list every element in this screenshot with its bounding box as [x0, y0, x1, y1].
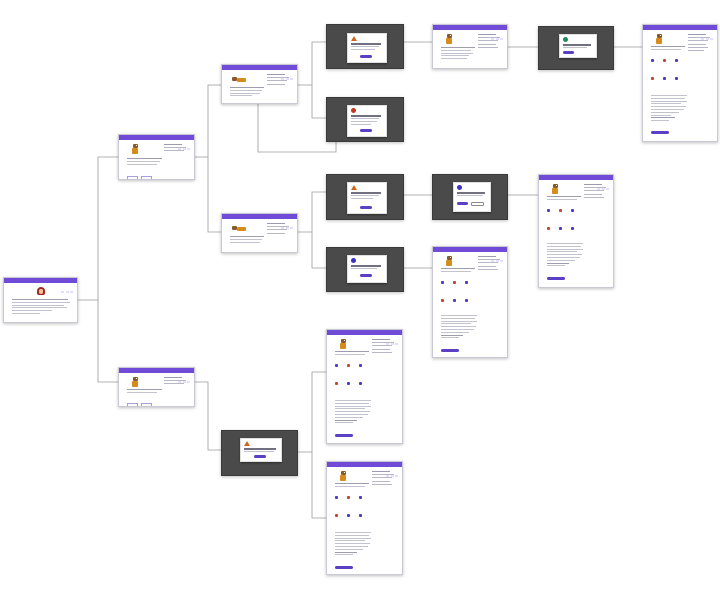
continue-button[interactable]	[335, 566, 353, 569]
ok-button[interactable]	[563, 51, 574, 54]
robot-illustration	[339, 471, 347, 482]
modal-overlay-error[interactable]	[326, 97, 404, 142]
ok-button[interactable]	[360, 129, 372, 132]
connector	[207, 157, 221, 233]
app-header	[327, 462, 402, 477]
app-header	[327, 330, 402, 345]
screen-root[interactable]	[3, 277, 78, 323]
connector	[311, 452, 326, 519]
dialog	[453, 182, 491, 212]
connector	[298, 41, 326, 86]
dialog	[240, 438, 282, 462]
app-header	[539, 175, 613, 190]
continue-button[interactable]	[441, 349, 459, 352]
dialog	[347, 255, 387, 283]
dialog	[347, 105, 387, 137]
app-header	[433, 247, 507, 262]
continue-button[interactable]	[547, 277, 565, 280]
connector	[195, 381, 221, 451]
screen-q-lying-b[interactable]	[221, 213, 298, 253]
robot-illustration	[339, 339, 347, 350]
connector	[257, 104, 337, 153]
robot-illustration	[232, 226, 246, 231]
warning-icon	[351, 185, 357, 190]
dialog	[559, 34, 597, 58]
robot-illustration	[655, 34, 663, 45]
app-header	[222, 214, 297, 229]
connector	[298, 371, 326, 453]
modal-overlay-info[interactable]	[326, 247, 404, 292]
info-icon	[351, 258, 356, 263]
modal-overlay-warning-3[interactable]	[221, 430, 298, 476]
connector	[195, 84, 221, 158]
check-icon	[563, 37, 568, 42]
dialog	[347, 33, 387, 63]
dialog	[347, 182, 387, 214]
continue-button[interactable]	[651, 131, 669, 134]
warning-icon	[351, 36, 357, 41]
error-icon	[351, 108, 356, 113]
robot-illustration	[131, 144, 139, 155]
ok-button[interactable]	[360, 55, 372, 58]
app-header	[433, 25, 507, 40]
modal-overlay-info-2[interactable]	[432, 174, 508, 220]
robot-illustration	[551, 184, 559, 195]
ok-button[interactable]	[360, 206, 372, 209]
avatar	[37, 287, 45, 297]
app-header	[119, 135, 194, 150]
ok-button[interactable]	[457, 202, 468, 205]
screen-final-1[interactable]	[642, 24, 718, 142]
app-header	[643, 25, 717, 40]
screen-q-lying-a[interactable]	[221, 64, 298, 104]
screen-final-4[interactable]	[326, 329, 403, 444]
modal-overlay-warning-2[interactable]	[326, 174, 404, 220]
connector	[311, 85, 326, 119]
robot-illustration	[445, 34, 453, 45]
screen-final-5[interactable]	[326, 461, 403, 575]
ok-button[interactable]	[254, 455, 266, 458]
robot-illustration	[131, 377, 139, 388]
screen-q-approach[interactable]	[118, 134, 195, 180]
screen-final-3[interactable]	[432, 246, 508, 358]
connector	[311, 232, 326, 269]
modal-overlay-warning[interactable]	[326, 24, 404, 69]
screen-q-options[interactable]	[118, 367, 195, 407]
connector	[97, 300, 118, 383]
warning-icon	[244, 441, 250, 446]
app-header	[4, 278, 77, 293]
ok-button[interactable]	[360, 274, 372, 277]
connector	[298, 191, 326, 233]
cancel-button[interactable]	[471, 202, 484, 207]
app-header	[119, 368, 194, 383]
modal-overlay-success[interactable]	[538, 26, 614, 70]
connector	[78, 156, 118, 301]
robot-illustration	[445, 256, 453, 267]
app-header	[222, 65, 297, 80]
screen-result[interactable]	[432, 24, 508, 69]
screen-final-2[interactable]	[538, 174, 614, 288]
continue-button[interactable]	[335, 434, 353, 437]
robot-illustration	[232, 77, 246, 82]
info-icon	[457, 185, 462, 190]
